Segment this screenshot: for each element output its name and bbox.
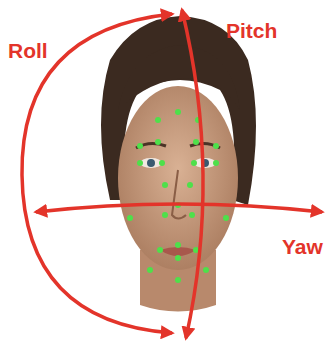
fringe: [118, 45, 240, 110]
pitch-arrow: [182, 10, 203, 338]
face: [118, 86, 238, 270]
axis-label: Roll: [8, 40, 48, 61]
landmark-dots: [127, 109, 229, 283]
axis-label: Pitch: [226, 20, 277, 41]
yaw-arrow: [36, 204, 322, 212]
axis-label: Yaw: [282, 236, 323, 257]
roll-arrow: [22, 14, 172, 333]
